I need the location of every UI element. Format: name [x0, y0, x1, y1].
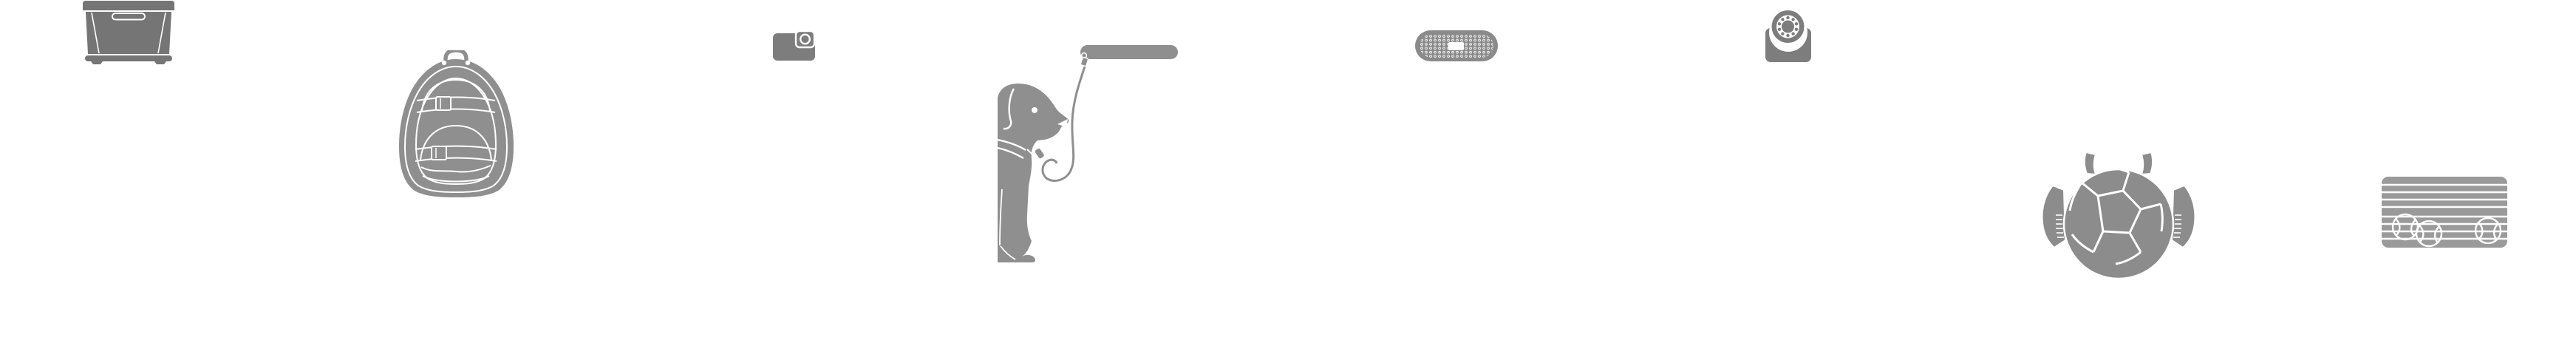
mat-stripes — [2382, 183, 2507, 240]
striped-mat-graphic — [2382, 177, 2507, 248]
action-camera-graphic — [773, 31, 815, 61]
perforated-pad-icon[interactable] — [1415, 30, 1498, 61]
pet-camera-icon[interactable] — [1765, 7, 1811, 63]
dog-silhouette — [998, 84, 1069, 262]
dog-tag — [1033, 146, 1046, 160]
striped-mat-icon[interactable] — [2382, 177, 2507, 248]
storage-bin-graphic — [83, 1, 174, 64]
perforated-pad-graphic — [1415, 30, 1498, 61]
ir-led-ring — [1777, 16, 1799, 38]
ball-toy-graphic — [2041, 151, 2196, 280]
storage-bin-icon[interactable] — [83, 1, 174, 64]
pet-carrier-backpack-icon[interactable] — [399, 50, 514, 197]
soccer-seams — [2068, 165, 2164, 265]
action-camera-icon[interactable] — [773, 31, 815, 61]
dog-leash-stick-graphic — [998, 45, 1178, 262]
grip-ribs — [2056, 214, 2181, 238]
pet-camera-graphic — [1765, 10, 1811, 62]
pet-carrier-backpack-graphic — [399, 50, 514, 197]
leash-clasp — [1080, 56, 1089, 67]
leash-line — [1041, 64, 1087, 182]
chew-stick-shape — [1080, 45, 1178, 59]
ball-toy-icon[interactable] — [2041, 150, 2196, 280]
camera-lens — [1782, 20, 1794, 33]
tennis-balls — [2391, 213, 2502, 248]
dog-leash-stick-icon[interactable] — [998, 41, 1179, 264]
